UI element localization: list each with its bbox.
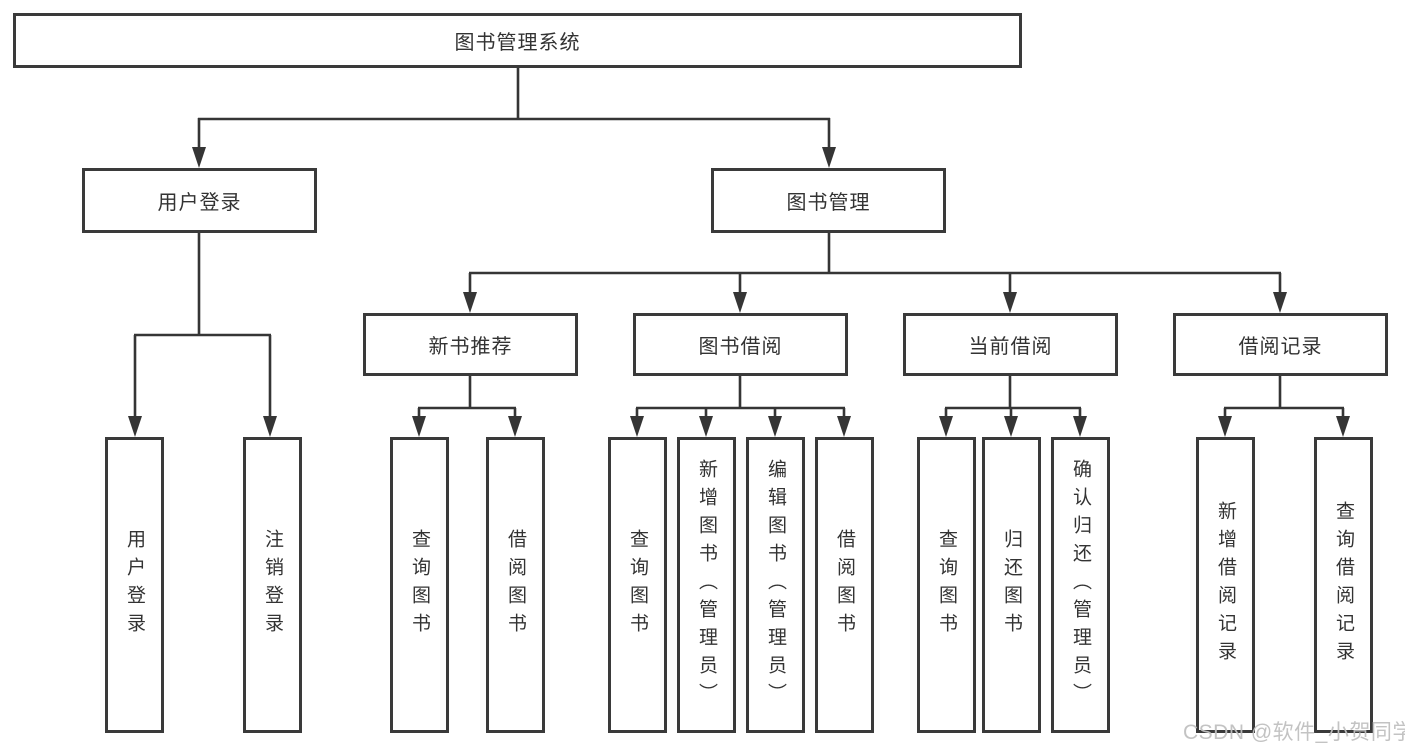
node-book-borrowing: 图书借阅 [633,313,848,376]
leaf-newbook-query-books-label: 查询图书 [409,529,430,641]
leaf-newbook-query-books: 查询图书 [390,437,449,733]
node-user-login: 用户登录 [82,168,317,233]
leaf-newbook-borrow-books: 借阅图书 [486,437,545,733]
leaf-current-return-books-label: 归还图书 [1001,529,1022,641]
leaf-current-query-books: 查询图书 [917,437,976,733]
leaf-logout-label: 注销登录 [262,529,283,641]
leaf-records-query-record: 查询借阅记录 [1314,437,1373,733]
leaf-borrow-borrow-books-label: 借阅图书 [834,529,855,641]
leaf-borrow-edit-books-admin: 编辑图书（管理员） [746,437,805,733]
leaf-borrow-add-books-admin-label: 新增图书（管理员） [696,459,717,711]
leaf-current-confirm-return-admin: 确认归还（管理员） [1051,437,1110,733]
node-current-borrowing: 当前借阅 [903,313,1118,376]
leaf-borrow-query-books-label: 查询图书 [627,529,648,641]
node-borrowing-records: 借阅记录 [1173,313,1388,376]
node-root: 图书管理系统 [13,13,1022,68]
leaf-records-add-record: 新增借阅记录 [1196,437,1255,733]
leaf-current-confirm-return-admin-label: 确认归还（管理员） [1070,459,1091,711]
node-book-management: 图书管理 [711,168,946,233]
leaf-logout: 注销登录 [243,437,302,733]
leaf-current-return-books: 归还图书 [982,437,1041,733]
leaf-user-login-label: 用户登录 [124,529,145,641]
leaf-current-query-books-label: 查询图书 [936,529,957,641]
csdn-watermark: CSDN @软件_小贺同学 [1183,721,1405,744]
leaf-newbook-borrow-books-label: 借阅图书 [505,529,526,641]
leaf-records-add-record-label: 新增借阅记录 [1215,501,1236,669]
leaf-user-login: 用户登录 [105,437,164,733]
leaf-records-query-record-label: 查询借阅记录 [1333,501,1354,669]
leaf-borrow-edit-books-admin-label: 编辑图书（管理员） [765,459,786,711]
leaf-borrow-add-books-admin: 新增图书（管理员） [677,437,736,733]
node-new-book-recommend: 新书推荐 [363,313,578,376]
leaf-borrow-query-books: 查询图书 [608,437,667,733]
leaf-borrow-borrow-books: 借阅图书 [815,437,874,733]
